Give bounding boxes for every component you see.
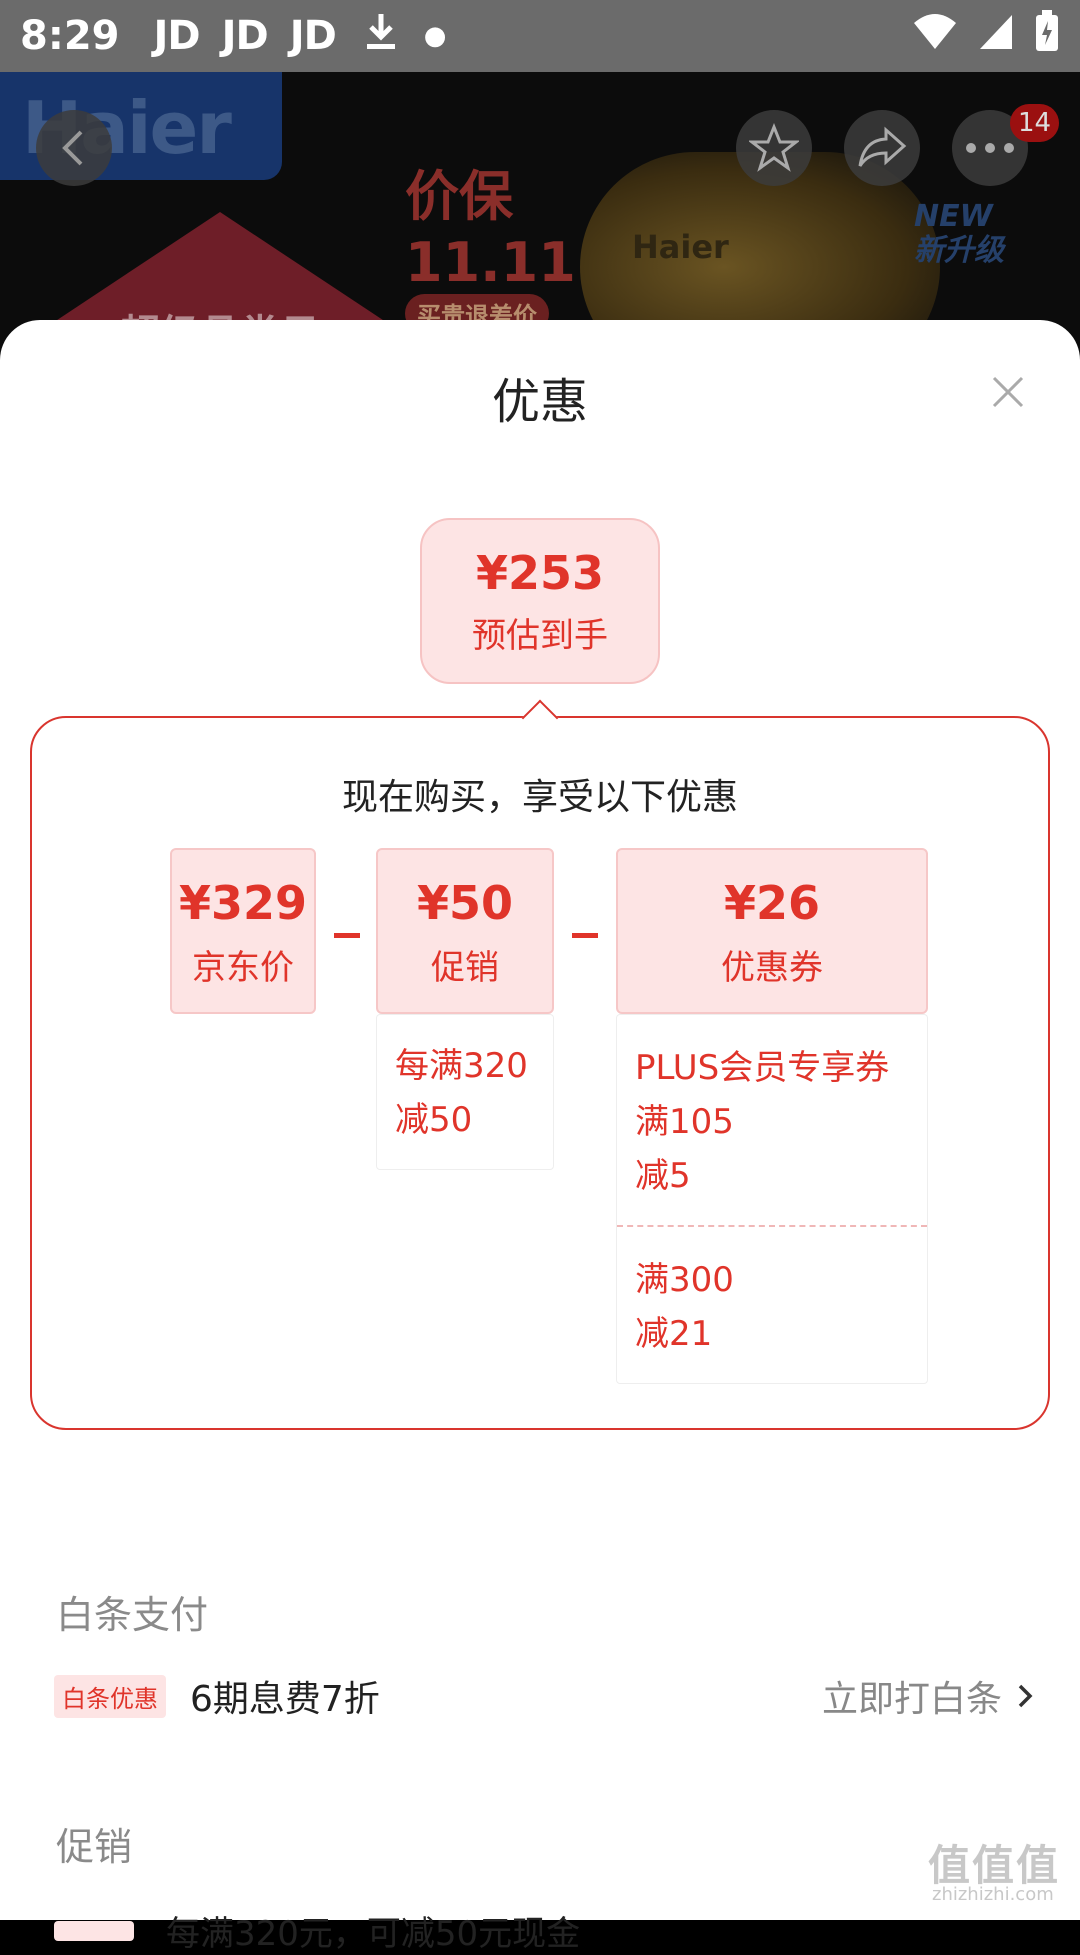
promotion-detail: 每满320 减50 <box>376 1014 554 1170</box>
coupon-label: 优惠券 <box>721 948 823 988</box>
coupon-detail: PLUS会员专享券 满105 减5 满300 减21 <box>616 1014 928 1384</box>
promotion-detail-line: 每满320 <box>395 1046 528 1086</box>
promotion-label: 促销 <box>431 948 499 988</box>
baitiao-action-label: 立即打白条 <box>821 1679 1002 1720</box>
price-protect-badge: 价保11.11 买贵退差价 <box>405 152 595 333</box>
promo-badge-title: 价保11.11 <box>405 165 576 294</box>
promotion-section-title: 促销 <box>56 1825 133 1869</box>
estimated-price: ¥253 <box>475 546 605 600</box>
estimated-price-label: 预估到手 <box>472 616 608 656</box>
status-time: 8:29 <box>20 13 120 59</box>
promotion-pill: ¥50 促销 <box>376 848 554 1014</box>
close-icon <box>992 376 1024 408</box>
wifi-icon <box>912 11 958 61</box>
download-icon <box>364 12 398 61</box>
product-brand-text: Haier <box>632 228 729 266</box>
share-icon <box>858 126 907 167</box>
minus-sign <box>334 933 360 938</box>
breakdown-title: 现在购买，享受以下优惠 <box>341 777 738 818</box>
coupon-amount: ¥26 <box>723 876 821 930</box>
status-bar: 8:29 JD JD JD ● <box>0 0 1080 72</box>
coupon-item-line: 满105 <box>635 1102 734 1142</box>
jd-price-amount: ¥329 <box>178 876 308 930</box>
notification-jd-2: JD <box>221 13 269 59</box>
discount-breakdown: 现在购买，享受以下优惠 ¥329 京东价 ¥50 促销 每满320 减50 ¥2… <box>30 716 1050 1430</box>
coupon-item: 满300 减21 <box>617 1227 927 1379</box>
product-hero: Haier 超级品类日 价保11.11 买贵退差价 Haier NEW 新升级 <box>0 72 1080 352</box>
baitiao-tag: 白条优惠 <box>54 1674 166 1718</box>
more-dots-icon <box>966 143 1014 153</box>
coupon-pill: ¥26 优惠券 <box>616 848 928 1014</box>
promotion-amount: ¥50 <box>416 876 514 930</box>
baitiao-offer-text: 6期息费7折 <box>190 1679 380 1720</box>
close-button[interactable] <box>984 368 1032 416</box>
back-button[interactable] <box>36 110 112 186</box>
estimated-price-box: ¥253 预估到手 <box>420 518 660 684</box>
coupon-item: PLUS会员专享券 满105 减5 <box>617 1015 927 1225</box>
coupon-item-line: PLUS会员专享券 <box>635 1048 890 1088</box>
minus-sign <box>572 933 598 938</box>
baitiao-action[interactable]: 立即打白条 <box>822 1670 1034 1722</box>
promotion-row-partial[interactable]: 每满320元，可减50元现金 <box>54 1906 580 1955</box>
promotion-tag <box>54 1920 134 1941</box>
new-badge-line1: NEW <box>914 199 993 234</box>
baitiao-row[interactable]: 白条优惠 6期息费7折 立即打白条 <box>54 1666 1034 1726</box>
notification-jd-1: JD <box>153 13 201 59</box>
favorite-button[interactable] <box>736 110 812 186</box>
discount-sheet: 优惠 ¥253 预估到手 现在购买，享受以下优惠 ¥329 京东价 ¥50 促销… <box>0 320 1080 1920</box>
notification-dot-icon: ● <box>423 21 447 51</box>
star-icon <box>749 123 799 172</box>
promotion-row-text: 每满320元，可减50元现金 <box>166 1914 581 1954</box>
coupon-item-line: 满300 <box>635 1260 734 1300</box>
site-watermark: 值值值 <box>928 1841 1061 1890</box>
promotion-detail-line: 减50 <box>395 1100 473 1140</box>
chevron-right-icon <box>1018 1684 1033 1708</box>
new-badge-line2: 新升级 <box>914 233 1004 268</box>
jd-price-label: 京东价 <box>192 948 294 988</box>
new-upgrade-badge: NEW 新升级 <box>914 200 1004 268</box>
chevron-left-icon <box>62 130 83 166</box>
signal-icon <box>976 11 1016 61</box>
notification-jd-3: JD <box>289 13 337 59</box>
baitiao-section-title: 白条支付 <box>56 1593 209 1637</box>
coupon-item-line: 减5 <box>635 1156 691 1196</box>
site-watermark-url: zhizhizhi.com <box>932 1884 1054 1905</box>
coupon-divider <box>617 1225 927 1227</box>
sheet-title: 优惠 <box>491 374 588 430</box>
message-count-badge: 14 <box>1010 104 1060 142</box>
coupon-item-line: 减21 <box>635 1314 713 1354</box>
battery-icon <box>1034 9 1060 63</box>
jd-price-pill: ¥329 京东价 <box>170 848 316 1014</box>
share-button[interactable] <box>844 110 920 186</box>
